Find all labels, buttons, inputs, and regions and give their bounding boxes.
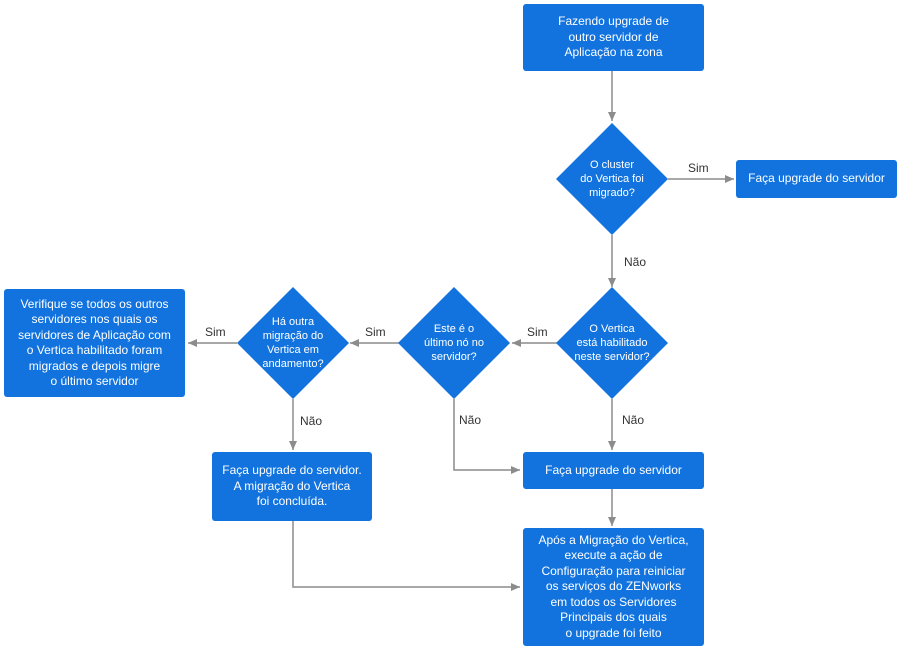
label-last-node-yes: Sim [365, 325, 386, 339]
decision-vertica-enabled-text: O Vertica está habilitado neste servidor… [574, 323, 650, 363]
decision-cluster-migrated [556, 123, 668, 235]
label-enabled-no: Não [622, 413, 645, 427]
process-start: Fazendo upgrade de outro servidor de Apl… [523, 4, 704, 71]
decision-another-migration-text: Há outra migração do Vertica em andament… [262, 316, 324, 370]
process-verify-servers: Verifique se todos os outros servidores … [4, 289, 185, 397]
label-last-node-no: Não [459, 413, 482, 427]
process-after-migration: Após a Migração do Vertica, execute a aç… [523, 528, 704, 646]
label-enabled-yes: Sim [527, 325, 548, 339]
label-cluster-yes: Sim [688, 161, 709, 175]
connector-last-node-no [453, 399, 520, 474]
process-upgrade-migration-done: Faça upgrade do servidor. A migração do … [212, 452, 372, 521]
decision-vertica-enabled [556, 287, 668, 399]
decision-last-node-text: Este é o último nó no servidor? [424, 323, 484, 363]
process-upgrade-server-top: Faça upgrade do servidor [736, 160, 897, 198]
process-upgrade-server-mid: Faça upgrade do servidor [523, 452, 704, 489]
decision-cluster-migrated-text: O cluster do Vertica foi migrado? [580, 159, 644, 199]
connector-done-to-after [292, 521, 520, 591]
label-cluster-no: Não [624, 255, 647, 269]
label-another-yes: Sim [205, 325, 226, 339]
decision-last-node [398, 287, 510, 399]
decision-another-migration [237, 287, 349, 399]
label-another-no: Não [300, 414, 323, 428]
